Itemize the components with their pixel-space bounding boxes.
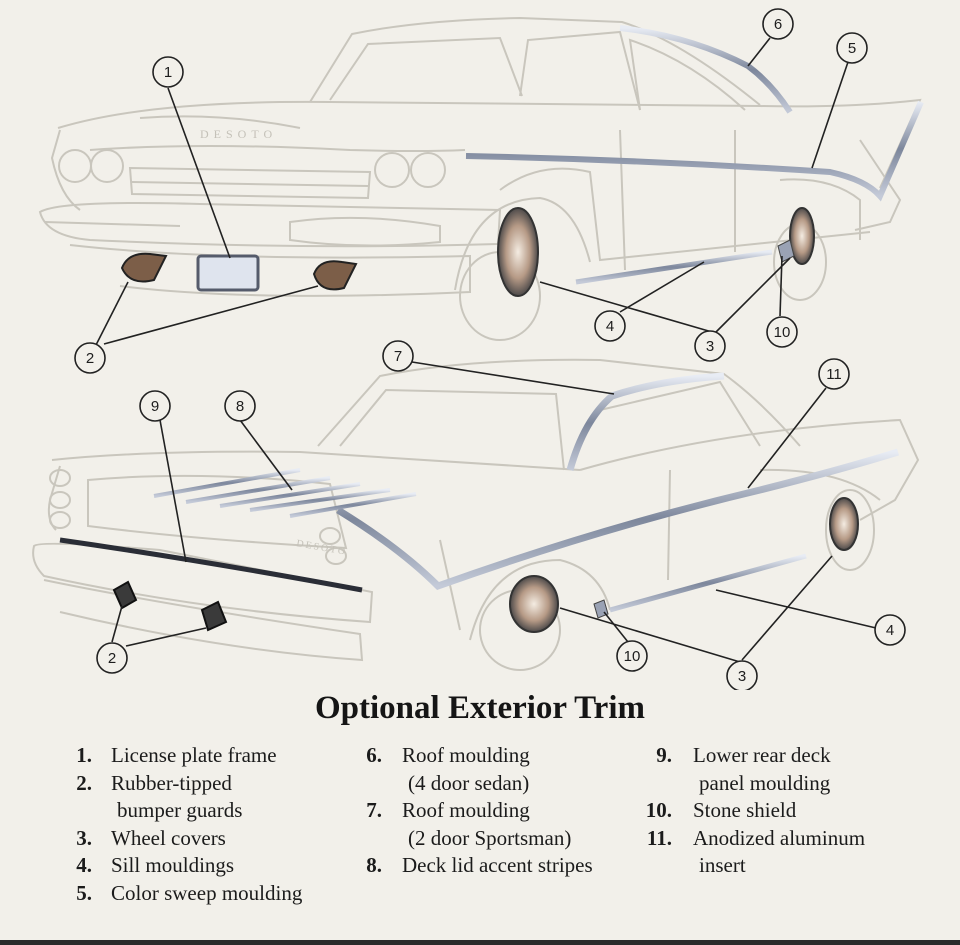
svg-text:3: 3 (706, 338, 714, 355)
bumper-guard-left (120, 252, 168, 283)
color-sweep-moulding (465, 100, 924, 202)
svg-text:6: 6 (774, 16, 782, 33)
callout-2-top: 2 (74, 342, 106, 374)
svg-text:8: 8 (236, 398, 244, 415)
legend-item-6: 6.Roof moulding(4 door sedan) (366, 743, 530, 795)
svg-text:4: 4 (886, 622, 894, 639)
rear-bumper-guard-right (200, 600, 228, 632)
svg-text:4: 4 (606, 318, 614, 335)
sedan-trim-parts: DESOTO (120, 25, 924, 297)
svg-text:10: 10 (624, 648, 641, 665)
callout-1: 1 (152, 56, 184, 88)
legend-item-7: 7.Roof moulding(2 door Sportsman) (366, 798, 572, 850)
callout-5: 5 (836, 32, 868, 64)
legend-item-5: 5.Color sweep moulding (76, 880, 303, 905)
rear-bumper-guard-left (112, 580, 138, 610)
leader-lines (95, 37, 877, 663)
legend-item-8: 8.Deck lid accent stripes (366, 853, 593, 877)
wheel-cover-front-sedan (497, 207, 539, 297)
svg-text:2: 2 (108, 650, 116, 667)
sill-moulding-sportsman (609, 553, 807, 613)
legend-item-1: 1.License plate frame (76, 743, 277, 767)
svg-text:2: 2 (86, 350, 94, 367)
sill-moulding-sedan (575, 249, 773, 285)
lower-rear-deck-moulding (59, 537, 363, 593)
deck-lid-accent-stripes (153, 468, 417, 518)
roof-moulding-2door (566, 372, 725, 471)
wheel-cover-rear-sedan (789, 207, 815, 265)
callout-2-bottom: 2 (96, 642, 128, 674)
svg-text:3: 3 (738, 668, 746, 685)
svg-text:11: 11 (826, 366, 842, 383)
legend-item-3: 3.Wheel covers (76, 825, 226, 850)
svg-text:5: 5 (848, 40, 856, 57)
bumper-guard-right (312, 260, 358, 291)
svg-text:9: 9 (151, 398, 159, 415)
callout-3-bottom: 3 (726, 660, 758, 690)
callout-9: 9 (139, 390, 171, 422)
wheel-cover-rear-sportsman (829, 497, 859, 551)
bottom-border (0, 940, 960, 945)
callout-3-top: 3 (694, 330, 726, 362)
anodized-aluminum-insert (336, 448, 900, 591)
svg-text:7: 7 (394, 348, 402, 365)
roof-moulding-4door (619, 25, 793, 114)
callout-4-bottom: 4 (874, 614, 906, 646)
legend-item-4: 4.Sill mouldings (76, 853, 235, 877)
callouts: 1 2 4 3 10 6 5 7 9 8 11 2 10 3 4 (74, 8, 906, 690)
callout-7: 7 (382, 340, 414, 372)
legend-column-2: 6.Roof moulding(4 door sedan) 7.Roof mou… (352, 742, 593, 880)
hood-decal-text: DESOTO (200, 127, 277, 141)
car-illustrations: DESOTO D (32, 8, 924, 690)
callout-10-top: 10 (766, 316, 798, 348)
legend-item-10: 10.Stone shield (645, 798, 797, 822)
sportsman-trim-parts: DESOTO (59, 372, 900, 633)
license-plate-frame (196, 254, 260, 292)
callout-4-top: 4 (594, 310, 626, 342)
wheel-cover-front-sportsman (509, 575, 559, 633)
callout-11: 11 (818, 358, 850, 390)
sedan-illustration (38, 16, 922, 341)
callout-6: 6 (762, 8, 794, 40)
svg-text:1: 1 (164, 64, 172, 81)
svg-text:10: 10 (774, 324, 791, 341)
diagram-title: Optional Exterior Trim (315, 690, 645, 726)
callout-10-bottom: 10 (616, 640, 648, 672)
callout-8: 8 (224, 390, 256, 422)
